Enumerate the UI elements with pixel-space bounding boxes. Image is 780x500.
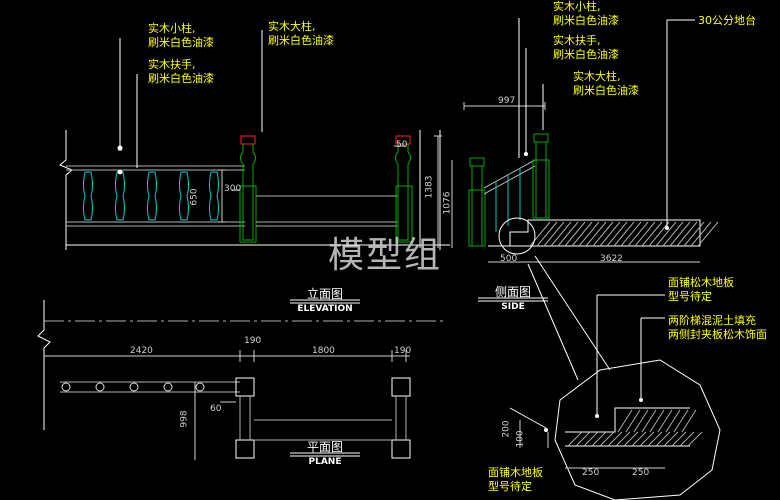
elevation-big-post-right bbox=[395, 135, 413, 243]
plan-balusters bbox=[61, 382, 205, 392]
plan-baluster bbox=[195, 382, 205, 392]
label-platform: 30公分地台 bbox=[698, 14, 756, 27]
dim-elev-300: 300 bbox=[224, 184, 242, 194]
elevation-balusters bbox=[83, 171, 219, 221]
dim-side-1076: 1076 bbox=[442, 191, 453, 215]
title-plane-cn: 平面图 bbox=[306, 440, 343, 454]
elevation-big-post-left bbox=[239, 135, 257, 243]
dim-elev-50: 50 bbox=[396, 140, 408, 150]
baluster bbox=[209, 171, 219, 221]
plan-baluster bbox=[129, 382, 139, 392]
plan-view bbox=[37, 300, 445, 460]
dim-side-1383: 1383 bbox=[424, 175, 435, 199]
title-side-en: SIDE bbox=[501, 302, 525, 312]
dim-side-500: 500 bbox=[500, 254, 518, 264]
label-big-post-left: 实木大柱,刷米白色油漆 bbox=[268, 20, 334, 47]
dim-elev-650: 650 bbox=[189, 188, 200, 206]
dim-detail-200: 200 bbox=[501, 420, 512, 438]
side-view bbox=[434, 18, 719, 263]
dim-detail-250b: 250 bbox=[632, 468, 650, 478]
side-floor-hatch bbox=[529, 221, 719, 247]
detail-hatch bbox=[567, 409, 703, 447]
label-floor-bottom: 面铺木地板型号待定 bbox=[488, 466, 543, 493]
elevation-leaders bbox=[117, 30, 263, 175]
dim-detail-250a: 250 bbox=[582, 468, 600, 478]
title-elevation-cn: 立面图 bbox=[306, 287, 343, 301]
label-handrail-left: 实木扶手,刷米白色油漆 bbox=[148, 58, 214, 85]
dim-plan-60: 60 bbox=[210, 404, 222, 414]
watermark: 模型组 bbox=[328, 235, 443, 276]
baluster bbox=[115, 171, 125, 221]
title-underlines bbox=[290, 297, 548, 457]
label-handrail-right: 实木扶手,刷米白色油漆 bbox=[553, 34, 619, 61]
side-stairs bbox=[488, 219, 701, 247]
title-elevation-en: ELEVATION bbox=[297, 304, 353, 314]
elevation-bottom-rail bbox=[66, 221, 245, 227]
plan-baluster bbox=[95, 382, 105, 392]
dim-plan-1800: 1800 bbox=[312, 346, 335, 356]
baluster bbox=[147, 171, 157, 221]
baluster bbox=[83, 171, 93, 221]
elevation-view bbox=[59, 130, 450, 250]
title-side-cn: 侧面图 bbox=[494, 285, 531, 299]
dim-plan-190a: 190 bbox=[244, 336, 262, 346]
plan-baluster bbox=[163, 382, 173, 392]
side-big-post bbox=[532, 133, 550, 219]
dim-plan-998: 998 bbox=[179, 410, 190, 428]
baluster bbox=[179, 171, 189, 221]
plan-baluster bbox=[61, 382, 71, 392]
elevation-handrail bbox=[66, 165, 245, 171]
label-fill-note: 两阶梯混泥土填充两侧封夹板松木饰面 bbox=[668, 314, 767, 341]
dim-side-3622: 3622 bbox=[600, 254, 623, 264]
label-small-post-right: 实木小柱,刷米白色油漆 bbox=[553, 0, 619, 27]
title-plane-en: PLANE bbox=[308, 457, 342, 467]
dim-plan-190b: 190 bbox=[394, 346, 412, 356]
dim-plan-2420: 2420 bbox=[130, 346, 153, 356]
detail-outline bbox=[554, 359, 721, 500]
detail-view bbox=[509, 255, 721, 500]
label-big-post-right: 实木大柱,刷米白色油漆 bbox=[573, 70, 639, 97]
dim-side-997: 997 bbox=[498, 96, 516, 106]
label-floor-top: 面铺松木地板型号待定 bbox=[668, 276, 734, 303]
label-small-post-left: 实木小柱,刷米白色油漆 bbox=[148, 22, 214, 49]
dim-detail-100: 100 bbox=[515, 430, 526, 448]
side-small-post bbox=[468, 157, 486, 247]
plan-post-left bbox=[235, 377, 255, 397]
